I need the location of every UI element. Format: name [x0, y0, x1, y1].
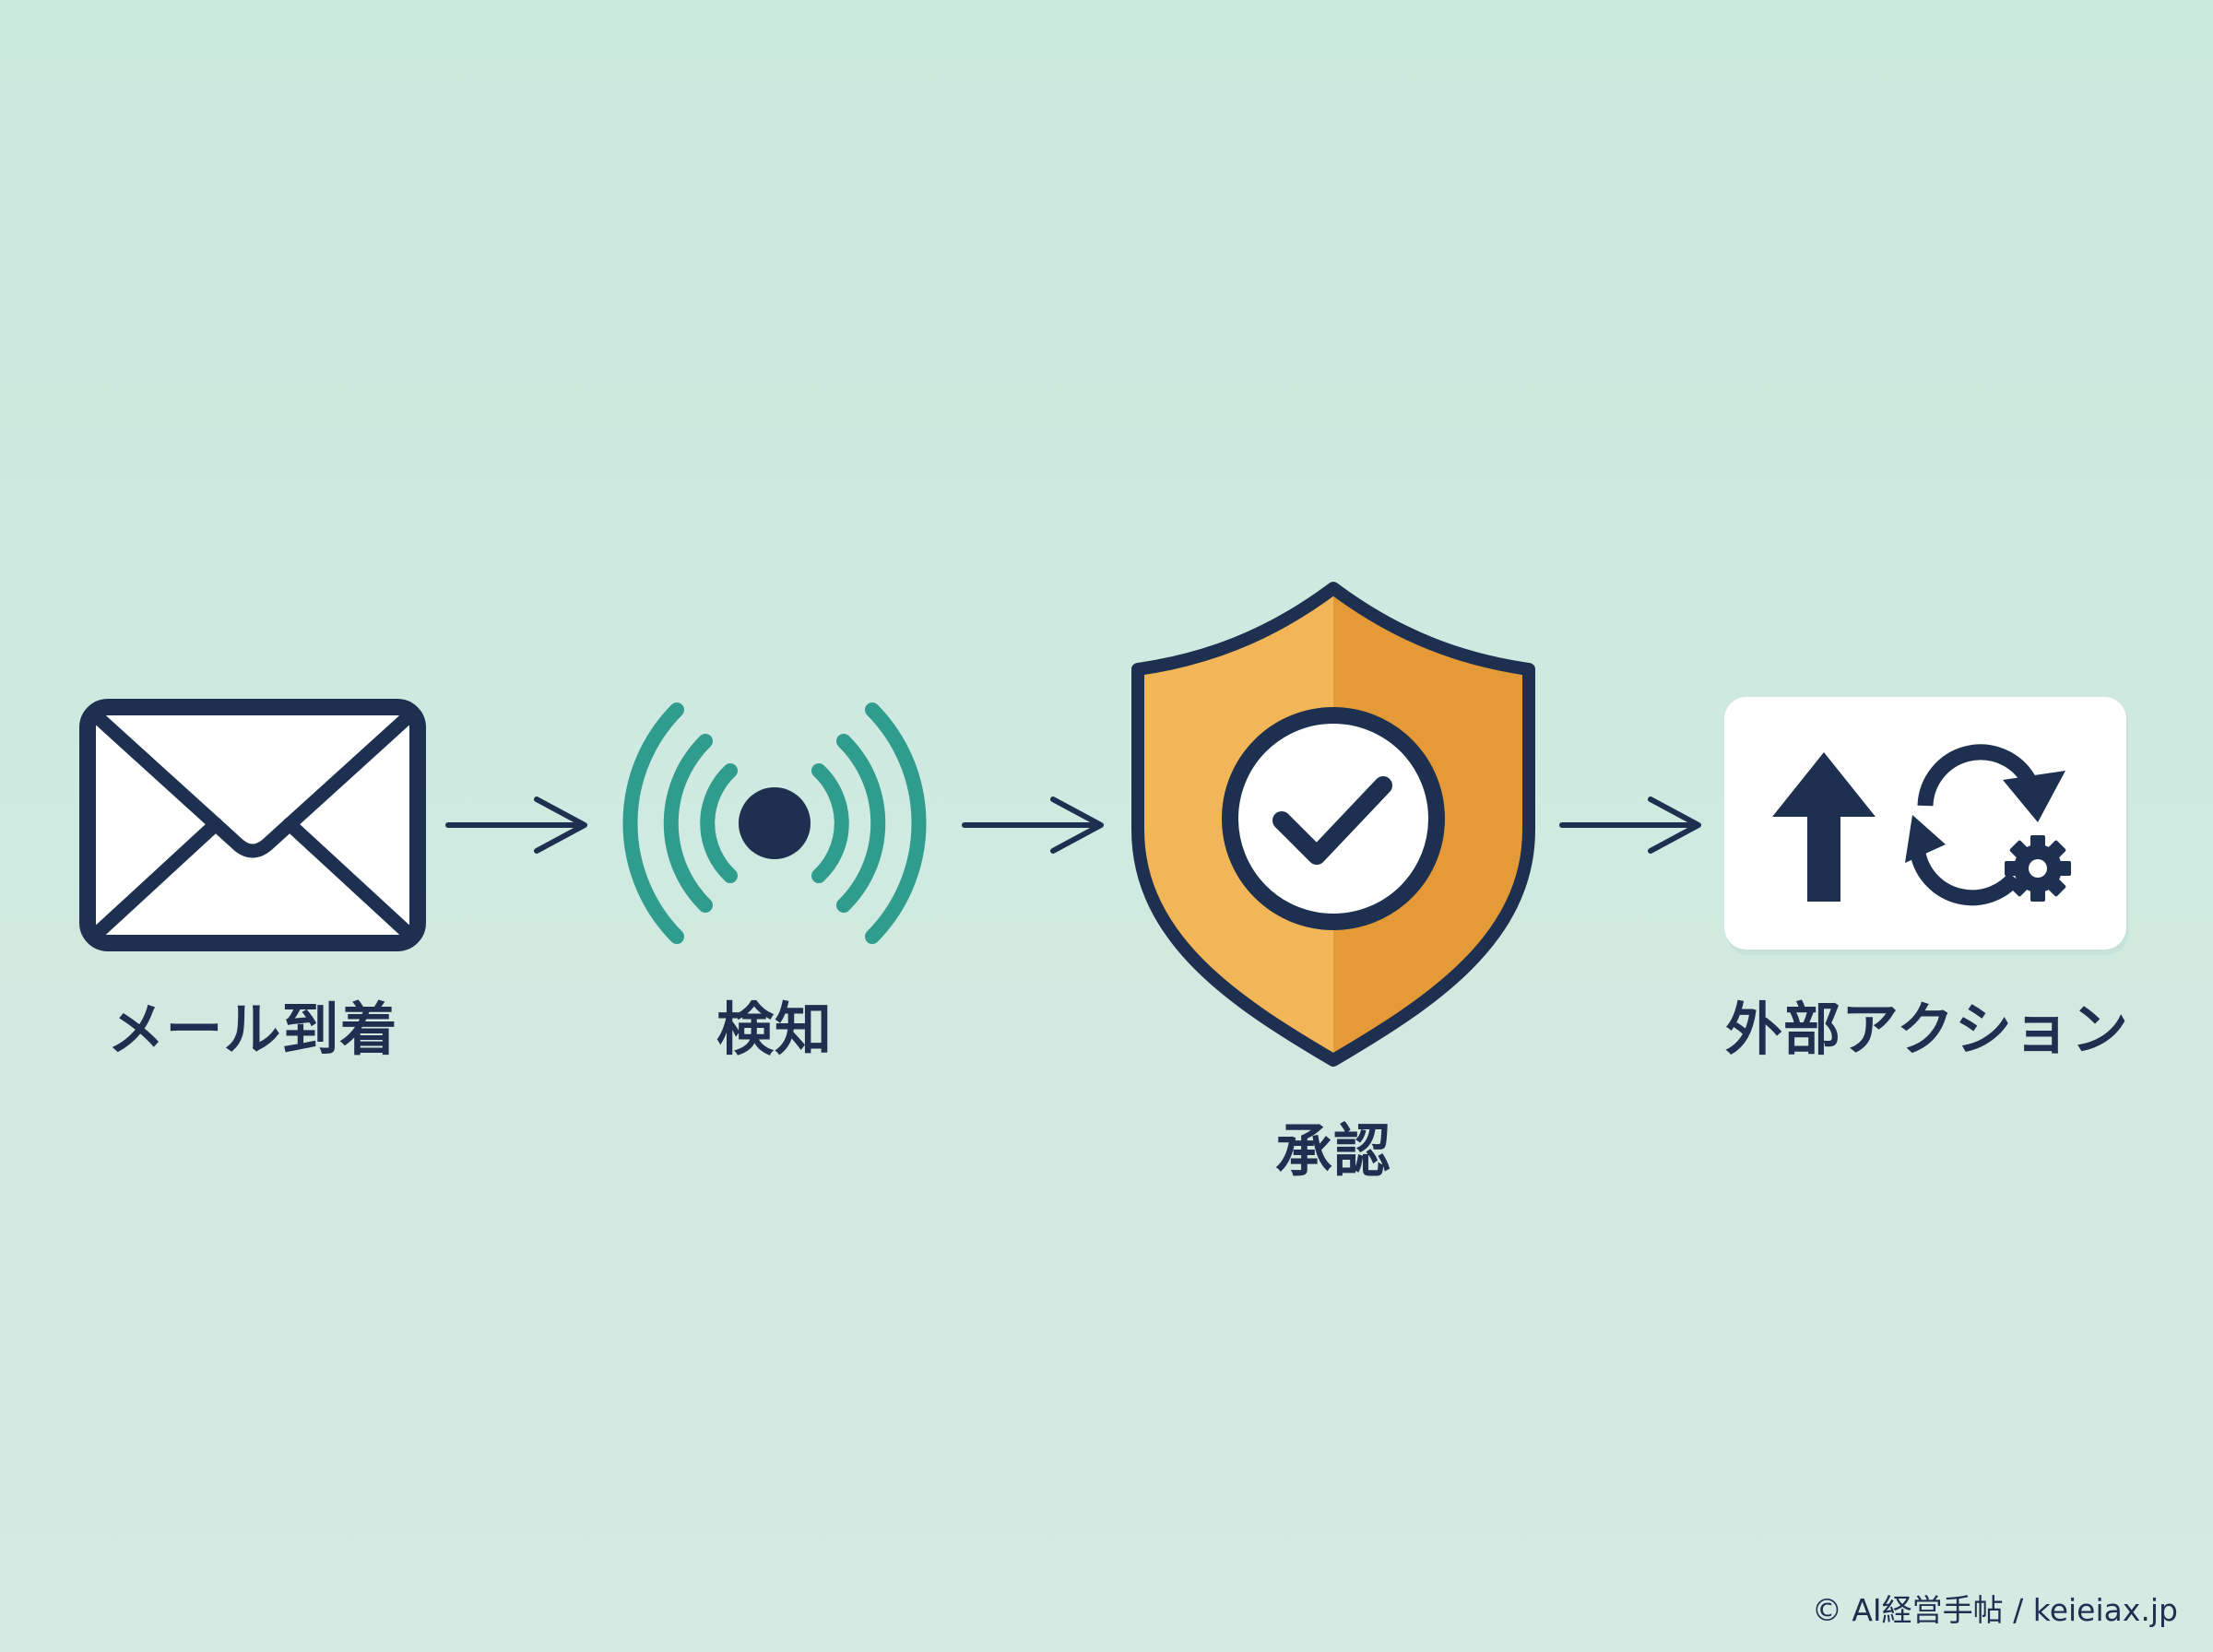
envelope-icon [79, 699, 426, 951]
arrow-right-icon [444, 795, 592, 856]
step-label-detection: 検知 [716, 996, 833, 1063]
upload-sync-gear-icon [1724, 697, 2130, 957]
signal-broadcast-icon [599, 699, 950, 948]
shield-check-icon [1123, 572, 1544, 1067]
step-label-approval: 承認 [1274, 1117, 1391, 1185]
step-label-external-action: 外部アクション [1725, 996, 2129, 1063]
copyright-text: © AI経営手帖 / keieiax.jp [1811, 1592, 2178, 1628]
step-label-mail-arrival: メール到着 [107, 996, 398, 1063]
arrow-right-icon [1558, 795, 1706, 856]
arrow-right-icon [961, 795, 1108, 856]
